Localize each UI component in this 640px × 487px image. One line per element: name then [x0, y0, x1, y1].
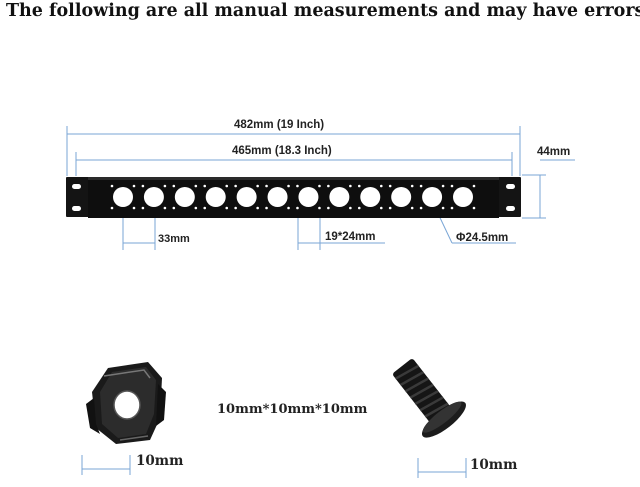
connector-hole — [110, 184, 136, 210]
cage-nut-image — [86, 362, 166, 444]
mount-slot — [72, 206, 81, 211]
mount-slot — [506, 184, 515, 189]
left-ear — [66, 177, 90, 217]
connector-hole — [327, 184, 352, 210]
connector-hole — [450, 184, 476, 210]
cage-nut-width-label: 10mm — [136, 453, 184, 469]
disclaimer-heading: The following are all manual measurement… — [6, 1, 640, 21]
hole-diameter-label: Φ24.5mm — [456, 232, 509, 244]
connector-hole — [265, 184, 290, 210]
connector-hole — [203, 184, 229, 210]
screw-width-label: 10mm — [470, 457, 518, 473]
connector-hole — [388, 184, 414, 210]
connector-hole — [357, 184, 383, 210]
mount-slot — [506, 206, 515, 211]
connector-hole — [172, 184, 198, 210]
rack-panel — [66, 177, 521, 218]
right-ear — [497, 177, 521, 217]
overall-width-label: 482mm (19 Inch) — [234, 119, 325, 131]
cage-nut-size-label: 10mm*10mm*10mm — [217, 402, 368, 417]
connector-hole — [141, 184, 167, 210]
connector-hole — [234, 184, 259, 210]
dimension-lines — [66, 126, 575, 478]
screw-image — [393, 359, 466, 438]
connector-hole — [296, 184, 321, 210]
connector-hole — [419, 184, 445, 210]
spacing-label: 33mm — [158, 233, 190, 245]
inner-width-label: 465mm (18.3 Inch) — [232, 145, 332, 157]
slot-label: 19*24mm — [325, 231, 376, 243]
height-label: 44mm — [537, 146, 571, 158]
mount-slot — [72, 184, 81, 189]
